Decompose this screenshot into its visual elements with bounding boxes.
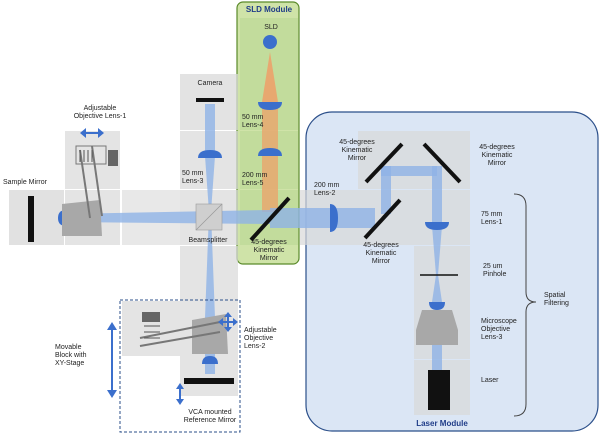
sample-mirror-icon [28,196,34,242]
camera-beam-upper [205,104,215,156]
objective-mount-1-icon [62,145,118,236]
camera-beam-lower [205,156,215,212]
sld-beam-body [262,102,278,212]
sld-module-title: SLD Module [245,5,293,14]
objective-lens-2-icon [202,356,218,364]
laser-vertical-left [381,166,391,214]
kinematic-mirror-tr-icon [422,142,462,184]
center-kinematic-mirror-icon [249,196,291,242]
arrows [80,128,238,405]
laser-return-beam-top [381,166,437,176]
main-arm-beam [270,208,375,228]
microscope-objective-icon [416,310,458,345]
lens-1-icon [425,222,449,230]
mirrors [249,142,462,242]
beamsplitter-label: Beamsplitter [188,237,228,244]
sld-source-icon [263,35,277,49]
reference-beam [205,212,215,318]
kinematic-mirror-bl-icon [363,198,402,240]
reference-mirror-icon [184,378,234,384]
laser-beam-diverge [432,275,442,302]
movable-block-box [119,299,241,433]
laser-label: Laser [481,377,499,384]
sld-label: SLD [264,24,278,31]
objective-lens-3-icon [429,302,445,310]
lens-3-icon [198,150,222,158]
lens-2-icon [330,204,338,232]
spatial-filtering-brace-icon [513,193,537,417]
lens-5-icon [258,148,282,156]
laser-source-icon [428,370,450,410]
laser-beam-upper [432,166,442,226]
kinematic-mirror-tl-icon [364,142,404,184]
camera-label: Camera [197,80,223,87]
objective-mount-2-icon [139,312,228,354]
lens-4-icon [258,102,282,110]
sample-mirror-label: Sample Mirror [3,179,47,186]
sld-beam [262,52,278,102]
laser-beam-focus [432,226,442,275]
laser-beam-lower [432,340,442,372]
laser-module-title: Laser Module [416,419,468,428]
camera-icon [196,98,224,102]
